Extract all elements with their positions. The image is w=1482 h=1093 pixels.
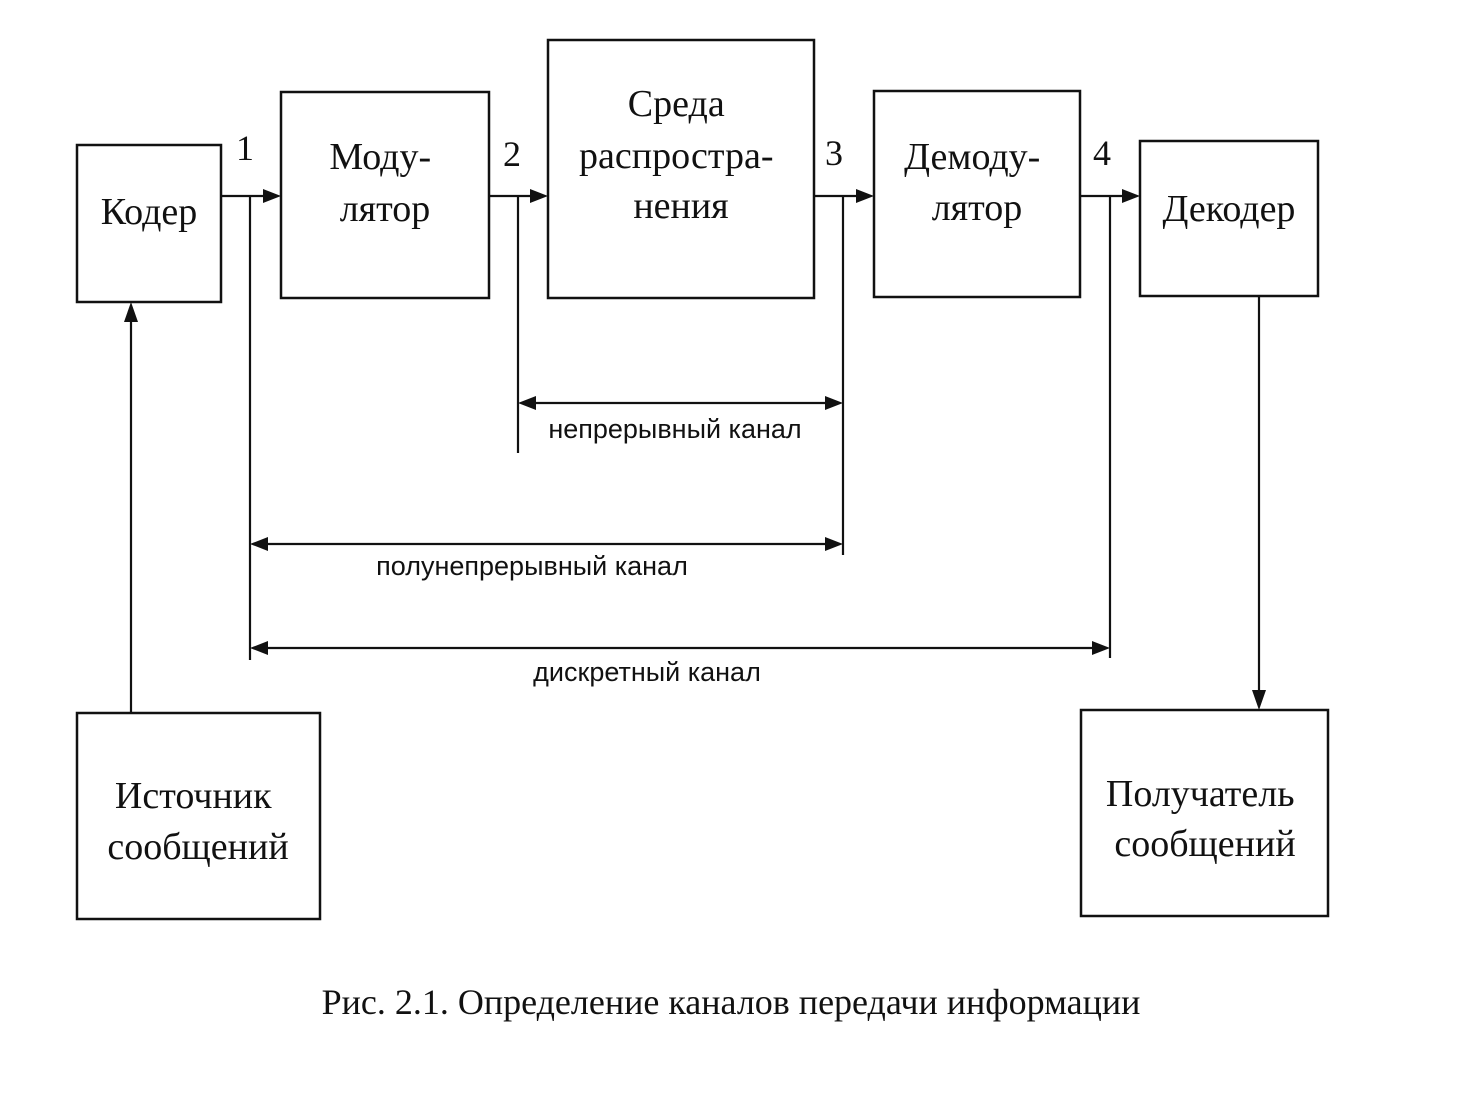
semi-continuous-channel-label: полунепрерывный канал [376,551,688,581]
point-4-label: 4 [1093,133,1111,173]
arrowhead-3 [856,189,874,203]
medium-label: Среда распростра- нения [579,83,783,227]
arrowhead-source [124,302,138,322]
arrowhead-receiver [1252,690,1266,710]
continuous-channel-label: непрерывный канал [548,414,801,444]
point-2-label: 2 [503,134,521,174]
demodulator-block [872,89,1082,299]
tap-lines [248,196,1112,660]
arrowhead-4 [1122,189,1140,203]
point-3-label: 3 [825,133,843,173]
discrete-channel-label: дискретный канал [533,657,761,687]
decoder-label: Декодер [1163,188,1296,230]
modulator-label: Моду- лятор [329,136,440,230]
semi-continuous-channel-span [250,537,843,551]
coder-block [75,143,223,304]
receiver-label: Получатель сообщений [1106,773,1304,865]
arrowhead-1 [263,189,281,203]
flow-connectors [124,189,1266,713]
demodulator-label: Демоду- лятор [904,136,1050,229]
receiver-block [1079,708,1330,918]
point-1-label: 1 [236,128,254,168]
arrowhead-2 [530,189,548,203]
decoder-block [1138,139,1320,298]
modulator-block [279,90,491,300]
figure-caption: Рис. 2.1. Определение каналов передачи и… [322,982,1141,1022]
discrete-channel-span [250,641,1110,655]
medium-block [546,38,816,300]
coder-label: Кодер [101,191,198,233]
continuous-channel-span [518,396,843,410]
source-block [75,711,322,921]
source-label: Источник сообщений [107,775,288,868]
